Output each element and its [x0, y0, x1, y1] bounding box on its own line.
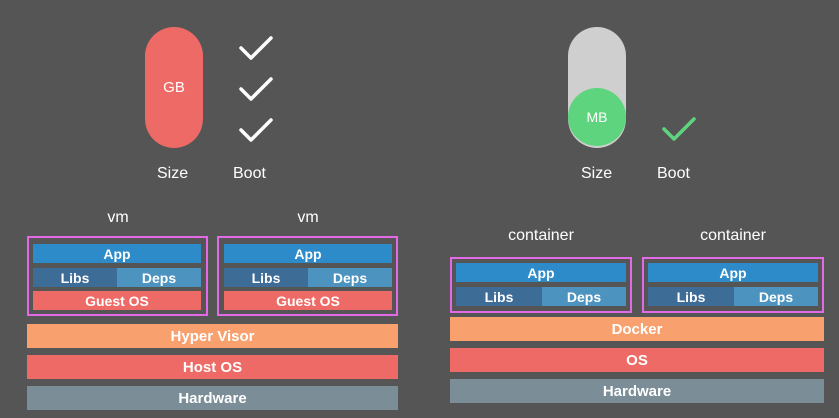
check-icon	[239, 77, 273, 101]
container-size-pill: MB	[568, 88, 626, 146]
vm-group-label: vm	[107, 209, 129, 226]
container-frame	[450, 257, 632, 313]
container-group-label: container	[700, 227, 766, 244]
check-icon	[239, 118, 273, 142]
vm-frame	[27, 236, 208, 316]
vm-boot-caption: Boot	[233, 165, 266, 182]
container-deps-bar: Deps	[542, 287, 626, 306]
vm-app-bar: App	[224, 244, 392, 263]
vm-frame	[217, 236, 398, 316]
vm-guest-os-bar: Guest OS	[33, 291, 201, 310]
vm-app-bar: App	[33, 244, 201, 263]
vm-size-pill: GB	[145, 27, 203, 148]
container-group-label: container	[508, 227, 574, 244]
container-libs-bar: Libs	[456, 287, 542, 306]
vm-deps-bar: Deps	[308, 268, 392, 287]
container-app-bar: App	[456, 263, 626, 282]
container-size-caption: Size	[581, 165, 613, 182]
vm-libs-bar: Libs	[33, 268, 117, 287]
vm-hardware-bar: Hardware	[27, 386, 398, 410]
docker-bar: Docker	[450, 317, 824, 341]
container-app-bar: App	[648, 263, 818, 282]
vm-size-label: GB	[163, 79, 185, 96]
container-frame	[642, 257, 824, 313]
host-os-bar: Host OS	[27, 355, 398, 379]
vm-size-caption: Size	[157, 165, 189, 182]
vm-guest-os-bar: Guest OS	[224, 291, 392, 310]
hypervisor-bar: Hyper Visor	[27, 324, 398, 348]
container-size-label: MB	[586, 109, 608, 125]
container-boot-caption: Boot	[657, 165, 690, 182]
container-deps-bar: Deps	[734, 287, 818, 306]
check-icon-green	[662, 117, 696, 141]
vm-group-label: vm	[297, 209, 319, 226]
check-icon	[239, 36, 273, 60]
vm-libs-bar: Libs	[224, 268, 308, 287]
os-bar: OS	[450, 348, 824, 372]
vm-deps-bar: Deps	[117, 268, 201, 287]
container-libs-bar: Libs	[648, 287, 734, 306]
container-hardware-bar: Hardware	[450, 379, 824, 403]
